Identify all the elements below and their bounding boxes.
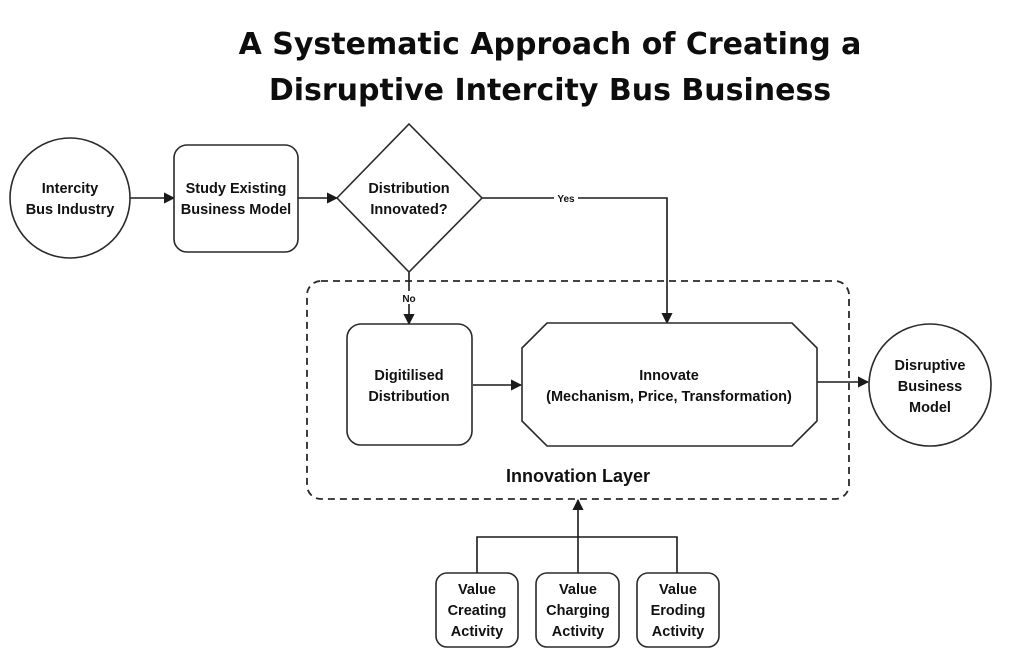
node-disruptive-line-3: Model <box>909 400 951 416</box>
node-value-creating-line-3: Activity <box>451 624 503 640</box>
node-value-charging-line-3: Activity <box>552 624 604 640</box>
node-value-charging-line-1: Value <box>559 582 597 598</box>
node-disruptive-line-2: Business <box>898 379 962 395</box>
node-disruptive-business-model: Disruptive Business Model <box>868 323 992 447</box>
node-intercity-line-2: Bus Industry <box>26 202 115 218</box>
node-value-charging-line-2: Charging <box>546 603 610 619</box>
innovation-layer-box <box>306 280 850 500</box>
node-digitilised-line-1: Digitilised <box>374 368 443 384</box>
node-study-existing-business-model: Study Existing Business Model <box>173 144 299 253</box>
node-value-charging-activity: Value Charging Activity <box>535 572 620 648</box>
node-value-creating-activity: Value Creating Activity <box>435 572 519 648</box>
title-line-1: A Systematic Approach of Creating a <box>238 27 862 62</box>
innovation-layer-label: Innovation Layer <box>506 466 650 486</box>
node-disruptive-line-1: Disruptive <box>895 358 966 374</box>
node-value-eroding-line-1: Value <box>659 582 697 598</box>
node-decision-line-1: Distribution <box>368 181 449 197</box>
node-innovate-line-1: Innovate <box>639 368 699 384</box>
node-digitilised-line-2: Distribution <box>368 389 449 405</box>
node-value-eroding-line-2: Eroding <box>651 603 706 619</box>
node-value-eroding-line-3: Activity <box>652 624 704 640</box>
node-decision-line-2: Innovated? <box>370 202 447 218</box>
node-study-line-2: Business Model <box>181 202 291 218</box>
edge-label-yes: Yes <box>557 194 575 205</box>
node-study-line-1: Study Existing <box>186 181 287 197</box>
node-value-creating-line-1: Value <box>458 582 496 598</box>
no-label-bg <box>398 291 420 304</box>
edge-decision-yes-to-innovate <box>482 197 673 325</box>
node-intercity-bus-industry: Intercity Bus Industry <box>9 137 131 259</box>
node-value-creating-line-2: Creating <box>448 603 507 619</box>
edge-value-activities-merge <box>476 536 678 573</box>
node-value-eroding-activity: Value Eroding Activity <box>636 572 720 648</box>
node-digitilised-distribution: Digitilised Distribution <box>346 323 473 446</box>
node-innovate-line-2: (Mechanism, Price, Transformation) <box>546 389 792 405</box>
diagram-title: A Systematic Approach of Creating a Disr… <box>0 22 1024 114</box>
node-intercity-line-1: Intercity <box>42 181 98 197</box>
title-line-2: Disruptive Intercity Bus Business <box>268 73 832 108</box>
edge-label-no: No <box>402 294 415 305</box>
node-distribution-innovated-decision: Distribution Innovated? <box>335 122 484 274</box>
yes-label-bg <box>554 192 578 204</box>
node-innovate: Innovate (Mechanism, Price, Transformati… <box>521 322 818 447</box>
